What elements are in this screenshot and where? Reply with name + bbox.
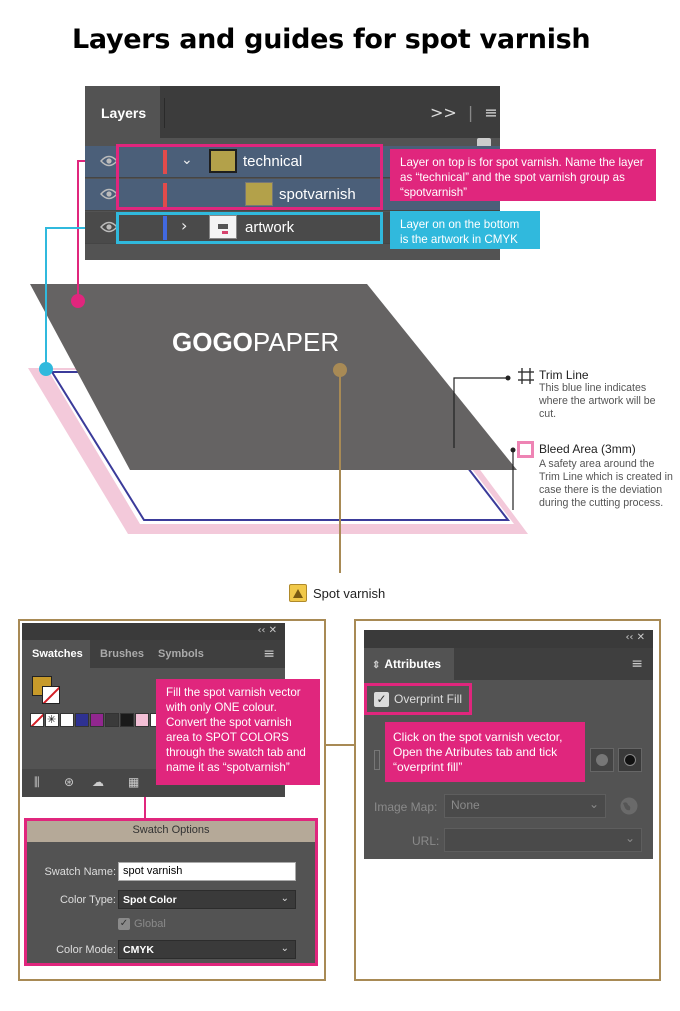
panel-top-bar: ‹‹ ✕: [22, 623, 285, 640]
layer-label-spotvarnish: spotvarnish: [279, 186, 356, 203]
callout-artwork: Layer on on the bottom is the artwork in…: [390, 211, 540, 249]
menu-icon[interactable]: ≡: [263, 646, 275, 662]
chevron-down-icon[interactable]: ⌄: [181, 152, 193, 168]
overprint-fill-label: Overprint Fill: [394, 692, 463, 706]
swatch-name-label: Swatch Name:: [44, 866, 116, 878]
spot-varnish-label: Spot varnish: [313, 586, 386, 601]
trim-line-description: This blue line indicates where the artwo…: [539, 382, 656, 420]
menu-icon[interactable]: ≡: [631, 656, 643, 672]
bleed-area-description: A safety area around the Trim Line which…: [539, 458, 673, 509]
panel-top-bar: ‹‹ ✕: [364, 630, 653, 648]
varnish-sheet: [30, 284, 517, 470]
swatch-white[interactable]: [60, 713, 74, 727]
sort-icon: ⇕: [372, 660, 381, 671]
collapse-close-icon[interactable]: ‹‹ ✕: [625, 632, 645, 643]
bleed-area-title: Bleed Area (3mm): [539, 442, 636, 456]
logo-bold: GOGO: [172, 327, 253, 357]
layer-label-artwork: artwork: [245, 219, 295, 236]
color-mode-value: CMYK: [123, 944, 154, 956]
swatch-options-header: Swatch Options: [26, 820, 316, 842]
callout-swatch: Fill the spot varnish vector with only O…: [156, 679, 320, 785]
swatch-registration[interactable]: ✳: [45, 713, 59, 727]
color-type-select[interactable]: Spot Color ⌄: [118, 890, 296, 909]
tab-swatches[interactable]: Swatches: [22, 640, 90, 668]
swatch-blue[interactable]: [75, 713, 89, 727]
image-map-rect-icon[interactable]: [590, 748, 614, 772]
layer-color-bar: [163, 183, 167, 207]
collapse-close-icon[interactable]: ‹‹ ✕: [257, 625, 277, 636]
paper-logo: GOGOPAPER: [172, 327, 339, 358]
spot-varnish-icon: [289, 584, 307, 602]
expand-icon[interactable]: >>: [430, 103, 457, 122]
chevron-down-icon: ⌄: [588, 797, 599, 811]
spot-dot: [333, 363, 347, 377]
layer-label-technical: technical: [243, 153, 303, 170]
global-checkbox[interactable]: ✓: [118, 918, 130, 930]
note-field-edge: [374, 750, 380, 770]
color-type-value: Spot Color: [123, 894, 177, 906]
image-map-circle-icon[interactable]: [618, 748, 642, 772]
swatch-black[interactable]: [120, 713, 134, 727]
logo-light: PAPER: [252, 327, 340, 357]
stroke-swatch[interactable]: [42, 686, 60, 704]
swatch-purple[interactable]: [90, 713, 104, 727]
chevron-down-icon: ⌄: [280, 893, 289, 904]
overprint-highlight: [364, 683, 472, 715]
trim-line-icon: [518, 368, 534, 384]
swatch-options-highlight: [24, 818, 318, 966]
callout-attributes: Click on the spot varnish vector, Open t…: [385, 722, 585, 782]
layer-thumbnail: [209, 149, 237, 173]
technical-dot: [71, 294, 85, 308]
color-type-label: Color Type:: [59, 894, 116, 906]
layer-color-bar: [163, 150, 167, 174]
swatch-name-input[interactable]: spot varnish: [118, 862, 296, 881]
artwork-thumbnail: [209, 215, 237, 239]
tab-layers[interactable]: Layers: [85, 86, 160, 138]
panel-controls: >> | ≡: [430, 103, 498, 122]
url-label: URL:: [412, 834, 440, 848]
swatches-tabs: Swatches Brushes Symbols ≡: [22, 640, 285, 668]
technical-highlight: [116, 144, 383, 210]
chevron-down-icon: ⌄: [280, 943, 289, 954]
trim-pointer: [453, 377, 508, 448]
global-label: Global: [134, 918, 166, 930]
chevron-right-icon[interactable]: ›: [181, 216, 188, 235]
url-input[interactable]: ⌄: [444, 828, 642, 852]
tab-brushes[interactable]: Brushes: [100, 648, 145, 660]
attributes-tabs: ⇕Attributes ≡: [364, 648, 653, 680]
chevron-down-icon: ⌄: [624, 831, 635, 845]
swatch-none[interactable]: [30, 713, 44, 727]
tab-separator: [164, 98, 165, 128]
attributes-frame: [354, 619, 661, 981]
swatch-options-panel: Swatch Options Swatch Name: spot varnish…: [26, 820, 316, 966]
menu-icon[interactable]: ≡: [484, 103, 498, 122]
overprint-fill-checkbox[interactable]: ✓: [374, 692, 389, 707]
swatch-frame: [18, 619, 326, 981]
callout-technical: Layer on top is for spot varnish. Name t…: [390, 149, 656, 201]
swatch-dark[interactable]: [105, 713, 119, 727]
lock-icon: [477, 138, 491, 146]
layer-color-bar: [163, 216, 167, 240]
swatch-pink[interactable]: [135, 713, 149, 727]
trim-line-title: Trim Line: [539, 368, 589, 382]
tab-attributes[interactable]: ⇕Attributes: [364, 648, 454, 680]
artwork-dot: [39, 362, 53, 376]
layer-thumbnail: [245, 182, 273, 206]
tab-symbols[interactable]: Symbols: [158, 648, 204, 660]
color-mode-label: Color Mode:: [56, 944, 116, 956]
bleed-area-icon: [517, 441, 534, 458]
cloud-icon[interactable]: ☁: [92, 775, 104, 789]
library-icon[interactable]: ⫼: [34, 775, 40, 789]
image-map-select[interactable]: None ⌄: [444, 794, 606, 818]
show-kinds-icon[interactable]: ⊛: [64, 775, 75, 789]
color-mode-select[interactable]: CMYK ⌄: [118, 940, 296, 959]
swatch-options-icon[interactable]: ▦: [128, 775, 140, 789]
page-title: Layers and guides for spot varnish: [72, 24, 591, 55]
globe-icon[interactable]: [619, 796, 639, 816]
artwork-highlight: [116, 212, 383, 244]
image-map-label: Image Map:: [374, 800, 438, 814]
